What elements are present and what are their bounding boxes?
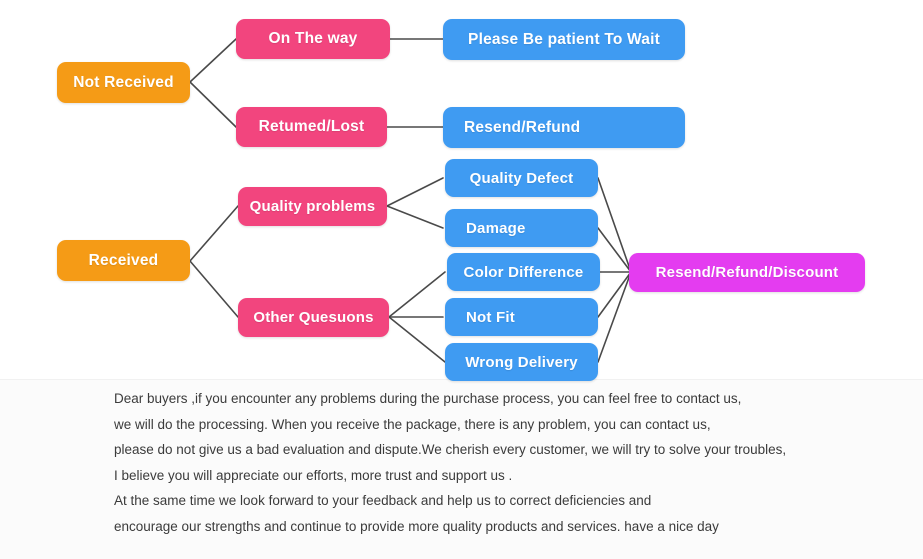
node-resend-refund[interactable]: Resend/Refund [443, 107, 685, 148]
note-line: I believe you will appreciate our effort… [114, 467, 513, 483]
note-line: At the same time we look forward to your… [114, 493, 652, 508]
node-color-difference-label: Color Difference [463, 263, 584, 281]
note-panel-background [0, 379, 923, 559]
note-line: Dear buyers ,if you encounter any proble… [114, 391, 742, 406]
edge-damage-to-resend-refund-discount [597, 227, 632, 273]
edge-other-questions-to-color-difference [388, 271, 446, 318]
edge-quality-problems-to-damage [386, 205, 444, 229]
edge-quality-defect-to-resend-refund-discount [597, 177, 632, 273]
node-damage[interactable]: Damage [445, 209, 598, 247]
node-please-be-patient-to-wait[interactable]: Please Be patient To Wait [443, 19, 685, 60]
node-returned-lost[interactable]: Retumed/Lost [236, 107, 387, 147]
edge-received-to-quality-problems [189, 205, 239, 262]
edge-other-questions-to-wrong-delivery [388, 316, 446, 363]
node-on-the-way[interactable]: On The way [236, 19, 390, 59]
note-line: we will do the processing. When you rece… [114, 416, 711, 432]
node-quality-problems[interactable]: Quality problems [238, 187, 387, 226]
node-wrong-delivery-label: Wrong Delivery [465, 353, 578, 371]
note-line: encourage our strengths and continue to … [114, 518, 719, 534]
node-resend-refund-discount[interactable]: Resend/Refund/Discount [629, 253, 865, 292]
node-quality-defect-label: Quality Defect [469, 169, 574, 187]
node-returned-lost-label: Retumed/Lost [258, 118, 365, 135]
edge-received-to-other-questions [189, 260, 239, 318]
node-not-received[interactable]: Not Received [57, 62, 190, 103]
node-not-fit-label: Not Fit [466, 308, 515, 326]
node-color-difference[interactable]: Color Difference [447, 253, 600, 291]
node-quality-problems-label: Quality problems [249, 198, 376, 215]
note-line: please do not give us a bad evaluation a… [114, 442, 787, 457]
node-quality-defect[interactable]: Quality Defect [445, 159, 598, 197]
edge-not-fit-to-resend-refund-discount [597, 271, 632, 318]
node-resend-refund-discount-label: Resend/Refund/Discount [655, 264, 839, 281]
node-on-the-way-label: On The way [268, 30, 358, 47]
node-resend-refund-label: Resend/Refund [464, 118, 581, 136]
node-wrong-delivery[interactable]: Wrong Delivery [445, 343, 598, 381]
buyer-note: Dear buyers ,if you encounter any proble… [114, 386, 914, 539]
edge-wrong-delivery-to-resend-refund-discount [597, 271, 632, 363]
edge-not-received-to-returned-lost [189, 81, 237, 128]
node-not-received-label: Not Received [73, 73, 174, 91]
node-other-questions-label: Other Quesuons [253, 309, 374, 326]
node-other-questions[interactable]: Other Quesuons [238, 298, 389, 337]
edge-not-received-to-on-the-way [189, 38, 237, 83]
edge-quality-problems-to-quality-defect [386, 177, 444, 207]
node-please-be-patient-to-wait-label: Please Be patient To Wait [468, 30, 660, 48]
node-damage-label: Damage [466, 219, 526, 237]
node-received-label: Received [88, 251, 159, 269]
node-received[interactable]: Received [57, 240, 190, 281]
node-not-fit[interactable]: Not Fit [445, 298, 598, 336]
